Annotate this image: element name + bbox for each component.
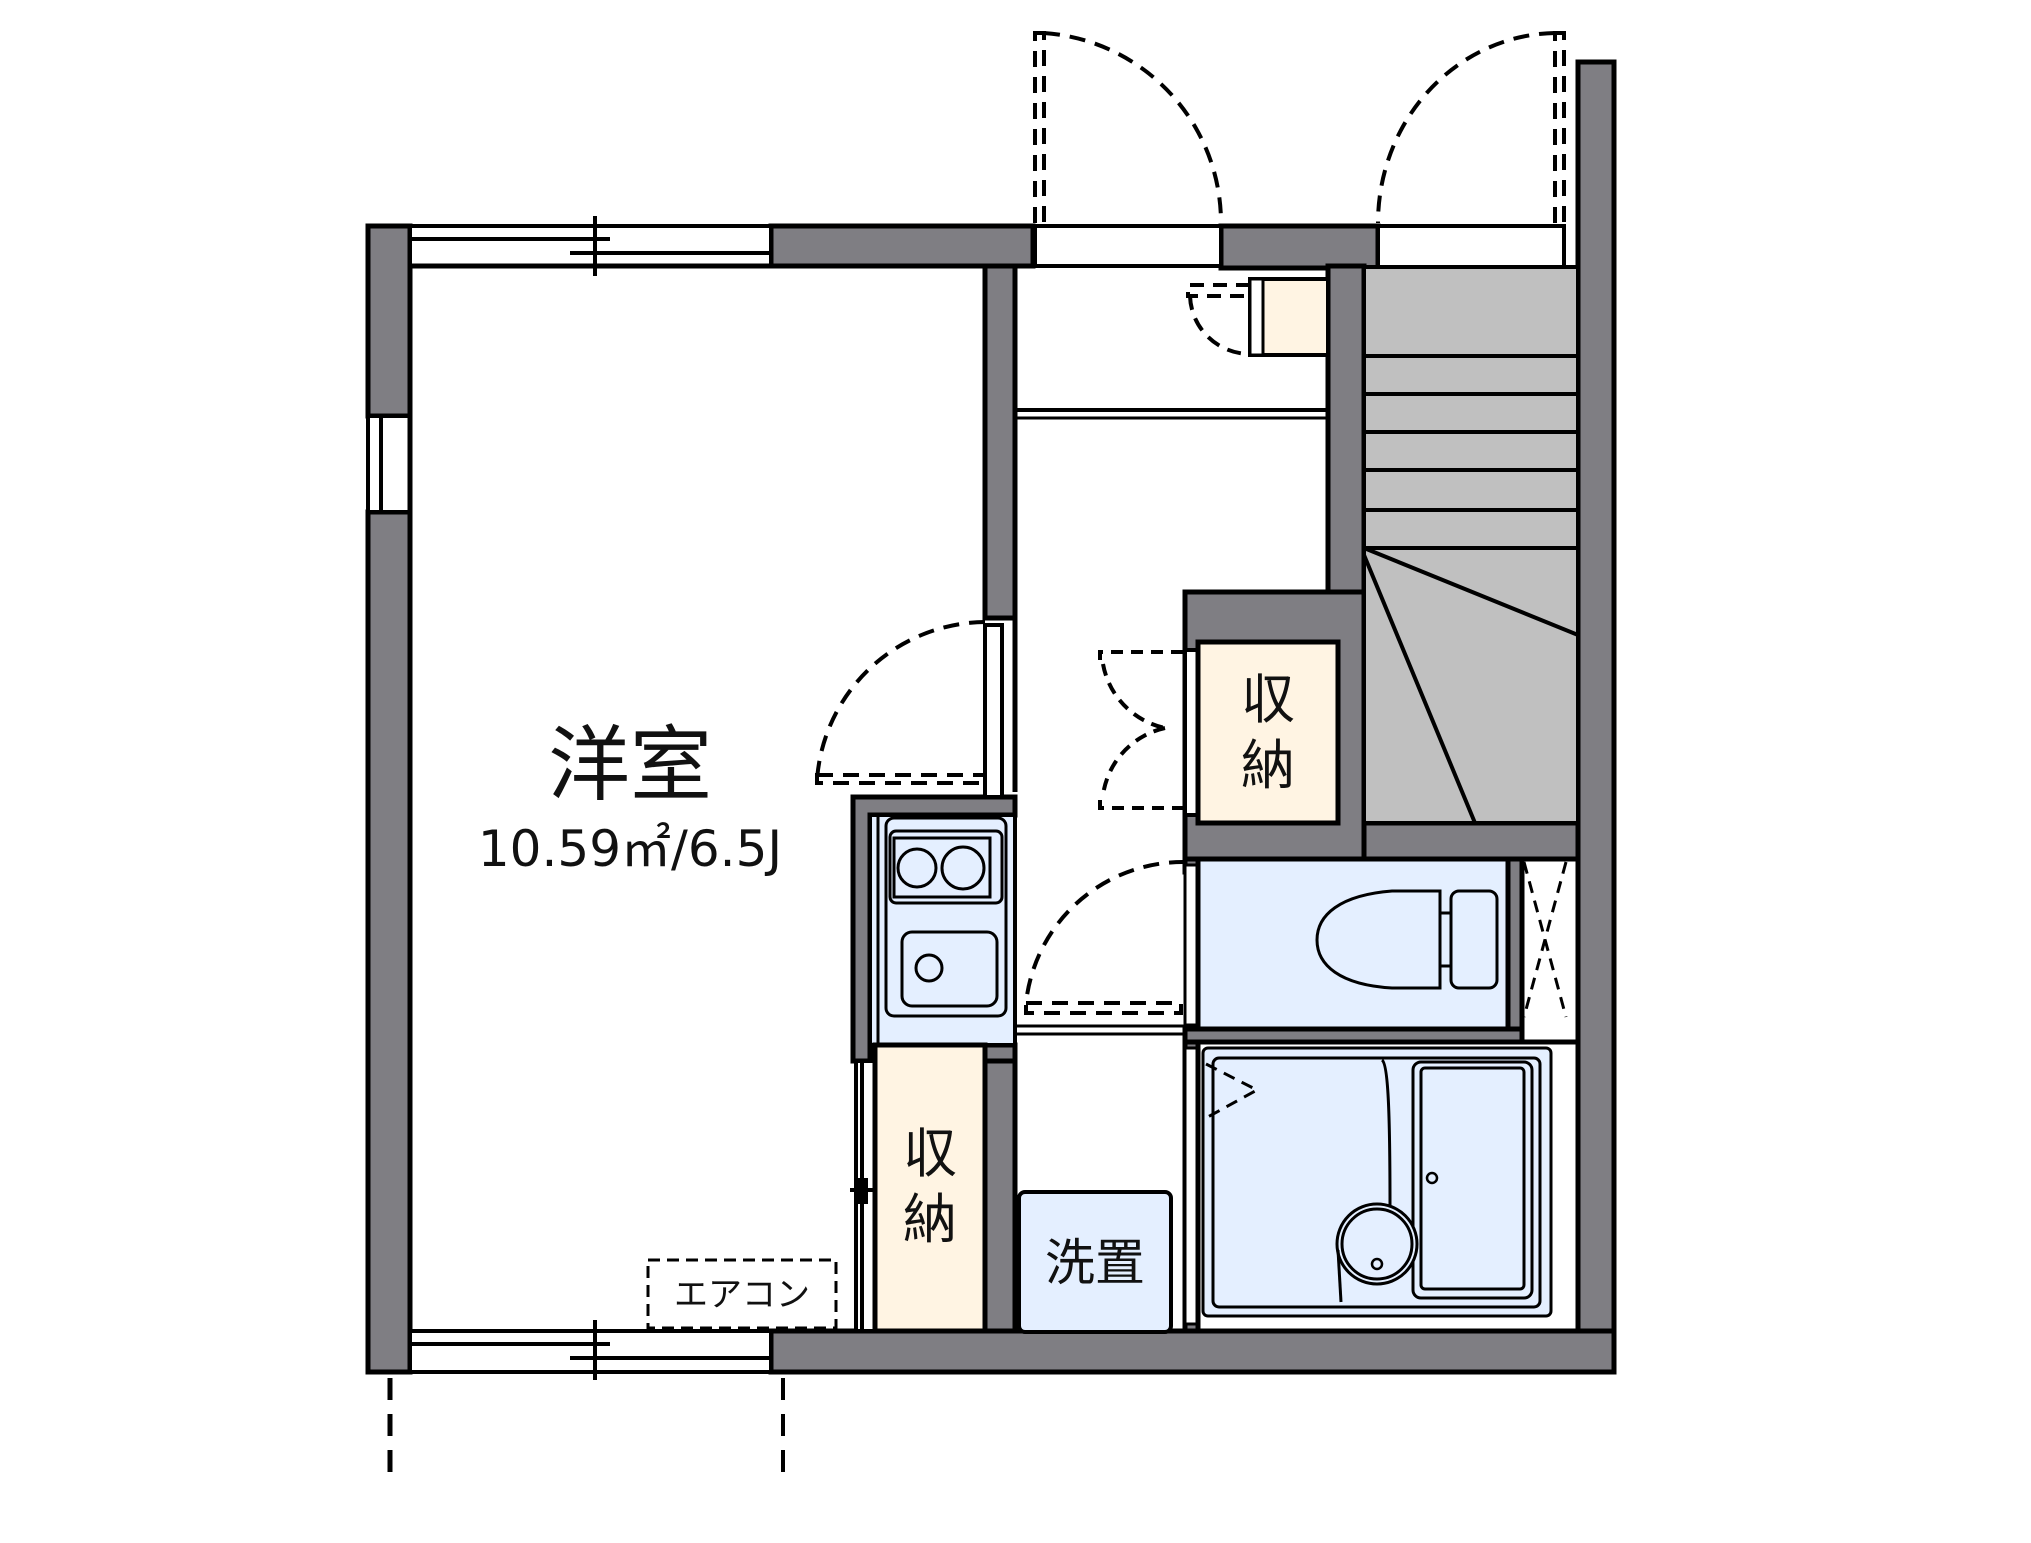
burner-left: [896, 847, 938, 889]
entrance-door-right-swing: [1376, 31, 1556, 224]
window-left: [366, 414, 412, 514]
toilet-room: [1183, 856, 1568, 1032]
storage-middle: 収 納: [1098, 639, 1341, 826]
kitchen-counter: [868, 813, 1017, 1047]
wall-top-entrance: [1218, 223, 1381, 271]
storage-middle-label-2: 納: [1241, 734, 1295, 797]
entrance-doors: [1033, 31, 1566, 225]
staircase: [1362, 265, 1580, 825]
unit-bath: [1183, 1039, 1581, 1334]
room-name: 洋室: [548, 718, 712, 813]
storage-lower-label-1: 収: [903, 1122, 957, 1185]
wall-right-outer: [1575, 59, 1617, 1375]
western-room: 洋室 10.59㎡/6.5J: [478, 718, 782, 878]
wall-shoe-back: [1325, 263, 1367, 595]
window-bottom: [408, 1329, 773, 1374]
entrance-door-left-leaf: [1033, 31, 1046, 225]
bathtub: [1411, 1060, 1534, 1300]
air-conditioner: エアコン: [646, 1258, 838, 1330]
entrance-door-right-leaf: [1553, 31, 1566, 225]
room-door: [815, 620, 987, 785]
storage-middle-label-1: 収: [1241, 668, 1295, 731]
toilet-door: [1024, 859, 1186, 1015]
wall-storage-right: [982, 1042, 1018, 1338]
room-area: 10.59㎡/6.5J: [478, 820, 782, 878]
toilet-bowl: [1315, 889, 1442, 990]
wall-left-lower: [365, 509, 413, 1375]
sink: [900, 930, 999, 1008]
windows: [366, 216, 880, 1380]
wall-left-upper: [365, 223, 413, 419]
wall-bottom: [768, 1328, 1617, 1375]
window-top: [408, 224, 773, 268]
washbasin: [1335, 1202, 1419, 1286]
storage-lower-label-2: 納: [903, 1188, 957, 1251]
air-conditioner-label: エアコン: [674, 1275, 810, 1315]
wall-top-mid: [768, 223, 1036, 269]
room-outlines: [407, 224, 1566, 1331]
laundry-label: 洗置: [1045, 1234, 1145, 1292]
entrance-door-left-swing: [1043, 31, 1224, 224]
laundry-space: 洗置: [1017, 1190, 1173, 1334]
burner-right: [940, 845, 986, 891]
extension-lines: [387, 1378, 785, 1475]
wall-stairs-bottom: [1361, 820, 1581, 862]
shoe-cabinet: [1186, 277, 1330, 357]
toilet-tank: [1449, 889, 1499, 990]
storage-lower: 収 納: [872, 1042, 988, 1334]
wall-partition-upper: [982, 263, 1018, 621]
